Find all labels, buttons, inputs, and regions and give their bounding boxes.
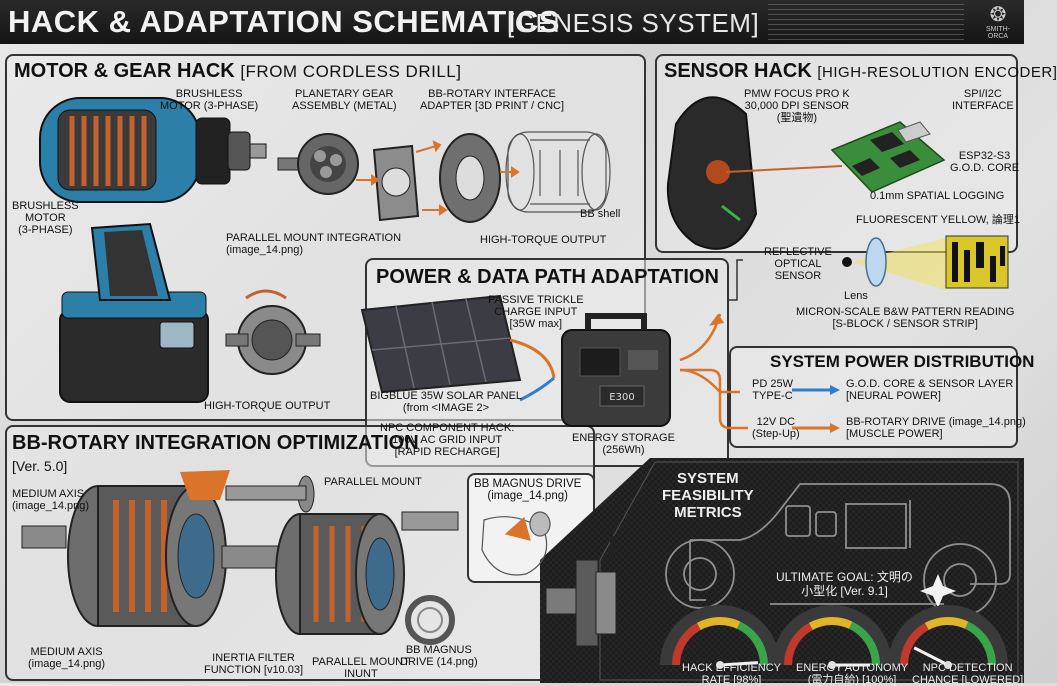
label-micron-pattern: MICRON-SCALE B&W PATTERN READING [S-BLOC… — [796, 306, 1015, 330]
sensor-panel-title-main: SENSOR HACK — [664, 60, 812, 82]
label-pd-input: PD 25W TYPE-C — [752, 378, 793, 402]
gauge-hub — [716, 661, 724, 669]
label-interface-adapter: BB-ROTARY INTERFACE ADAPTER [3D PRINT / … — [420, 88, 565, 112]
gauges-layer — [660, 605, 1008, 669]
motor-panel-title: MOTOR & GEAR HACK [FROM CORDLESS DRILL] — [14, 60, 461, 83]
bb-panel-version: [Ver. 5.0] — [12, 458, 68, 474]
station-model-label: E300 — [609, 392, 634, 403]
label-pd-output: G.O.D. CORE & SENSOR LAYER [NEURAL POWER… — [846, 378, 1014, 402]
brand-logo: ❂ SMITH-ORCA — [978, 4, 1018, 40]
cordless-drill-illustration — [39, 97, 267, 403]
optical-sensor-illustration — [842, 235, 1009, 290]
page-title: HACK & ADAPTATION SCHEMATICS — [8, 4, 560, 39]
gauge-bezel — [888, 605, 1008, 666]
sensor-panel-title: SENSOR HACK [HIGH-RESOLUTION ENCODER] — [664, 60, 1057, 83]
label-bb-shell: BB shell — [580, 208, 621, 220]
gauge-bezel — [772, 605, 892, 666]
label-energy-storage: ENERGY STORAGE (256Wh) — [572, 432, 675, 456]
label-npc-hack: NPC COMPONENT HACK: 100V AC GRID INPUT [… — [380, 422, 515, 458]
sensor-panel-subtitle: [HIGH-RESOLUTION ENCODER] — [817, 64, 1057, 81]
gauge-scale-segment — [900, 622, 929, 666]
gauge-hub — [828, 661, 836, 669]
label-parallel-mount-top: PARALLEL MOUNT — [324, 476, 422, 488]
label-lens: Lens — [844, 290, 868, 302]
label-medium-axis-2: MEDIUM AXIS (image_14.png) — [28, 646, 106, 670]
motor-panel-title-main: MOTOR & GEAR HACK — [14, 60, 235, 82]
label-dc-input: 12V DC (Step-Up) — [752, 416, 800, 440]
label-magnus-small: BB MAGNUS DRIVE (14.png) — [400, 644, 478, 668]
label-parallel-mount-bottom: PARALLEL MOUNT INUNT — [312, 656, 410, 680]
gauge-hub — [944, 661, 952, 669]
header-readout-panel — [768, 4, 964, 40]
gauge-scale-segment — [696, 617, 741, 631]
label-brushless-left: BRUSHLESS MOTOR (3-PHASE) — [12, 200, 79, 236]
gauge-1 — [660, 605, 780, 669]
label-brushless-top: BRUSHLESS MOTOR (3-PHASE) — [160, 88, 259, 112]
gauge-scale-segment — [848, 621, 880, 666]
gauge-scale-segment — [736, 621, 768, 666]
motor-panel-subtitle: [FROM CORDLESS DRILL] — [240, 62, 462, 81]
gauge-scale-segment — [672, 622, 701, 666]
label-pmw-sensor: PMW FOCUS PRO K 30,000 DPI SENSOR (聖遺物) — [744, 88, 850, 124]
gauge-scale-segment — [808, 617, 853, 631]
gauge-label-hack-efficiency: HACK EFFICIENCY RATE [98%] — [682, 662, 782, 686]
solar-panel-illustration — [360, 294, 556, 402]
distribution-title: SYSTEM POWER DISTRIBUTION — [770, 352, 1035, 371]
label-inertia-filter: INERTIA FILTER FUNCTION [v10.03] — [204, 652, 304, 676]
power-distribution-panel — [729, 346, 1018, 448]
gauge-scale-segment — [924, 617, 969, 631]
gauge-scale-segment — [784, 622, 813, 666]
bearing-ring-illustration — [405, 595, 455, 645]
goal-star-icon — [920, 574, 956, 608]
metrics-title: SYSTEM FEASIBILITY METRICS — [662, 470, 754, 521]
ultimate-goal-label: ULTIMATE GOAL: 文明の 小型化 [Ver. 9.1] — [776, 570, 913, 598]
gauge-scale-segment — [964, 621, 996, 666]
distribution-inner-arrows — [792, 385, 840, 433]
gauge-label-npc-detection: NPC DETECTION CHANCE [LOWERED] — [912, 662, 1024, 686]
power-panel-title: POWER & DATA PATH ADAPTATION — [376, 266, 719, 288]
gauge-needle — [719, 661, 759, 667]
label-parallel-mount-integration: PARALLEL MOUNT INTEGRATION (image_14.png… — [226, 232, 402, 256]
label-spatial-logging: 0.1mm SPATIAL LOGGING — [870, 190, 1005, 202]
brand-name: SMITH-ORCA — [985, 26, 1011, 40]
bb-rotary-unit-right — [275, 511, 459, 635]
bb-rotary-unit-left — [21, 470, 315, 627]
distribution-arrows — [679, 313, 748, 430]
illustration-layer: E300 — [21, 96, 1011, 647]
label-esp32-core: ESP32-S3 G.O.D. CORE — [950, 150, 1020, 174]
power-station-illustration: E300 — [561, 313, 671, 427]
label-high-torque-2: HIGH-TORQUE OUTPUT — [204, 400, 331, 412]
magnus-panel-title: BB MAGNUS DRIVE (image_14.png) — [474, 478, 582, 502]
page-subtitle: [GENESIS SYSTEM] — [507, 8, 760, 38]
label-solar-panel: BIGBLUE 35W SOLAR PANEL (from <IMAGE 2> — [370, 390, 523, 414]
gauge-3 — [888, 605, 1008, 669]
magnus-drive-sketch — [481, 511, 551, 576]
gaming-mouse-illustration — [666, 96, 843, 250]
label-medium-axis-1: MEDIUM AXIS (image_14.png) — [12, 488, 90, 512]
orca-icon: ❂ — [989, 4, 1007, 26]
bb-panel-title: BB-ROTARY INTEGRATION OPTIMIZATION — [12, 432, 419, 454]
gear-cutaway-illustration — [225, 289, 321, 375]
gauge-bezel — [660, 605, 780, 666]
gauge-2 — [772, 605, 892, 669]
label-high-torque-1: HIGH-TORQUE OUTPUT — [480, 234, 607, 246]
gauge-needle — [913, 646, 949, 667]
mechanical-cutaway-illustration — [545, 536, 617, 647]
label-trickle-charge: PASSIVE TRICKLE CHARGE INPUT [35W max] — [488, 294, 584, 330]
label-spi-interface: SPI/I2C INTERFACE — [952, 88, 1014, 112]
label-planetary-gear: PLANETARY GEAR ASSEMBLY (METAL) — [292, 88, 397, 112]
gauge-label-energy-autonomy: ENERGY AUTONOMY (電力自給) [100%] — [796, 662, 909, 686]
esp32-circuit-board — [830, 121, 946, 193]
label-fluorescent: FLUORESCENT YELLOW, 論理1 — [856, 214, 1021, 226]
vehicle-lineart — [665, 483, 1011, 617]
label-reflective-sensor: REFLECTIVE OPTICAL SENSOR — [764, 246, 832, 282]
exploded-motor-parts — [277, 131, 611, 223]
label-dc-output: BB-ROTARY DRIVE (image_14.png) [MUSCLE P… — [846, 416, 1026, 440]
